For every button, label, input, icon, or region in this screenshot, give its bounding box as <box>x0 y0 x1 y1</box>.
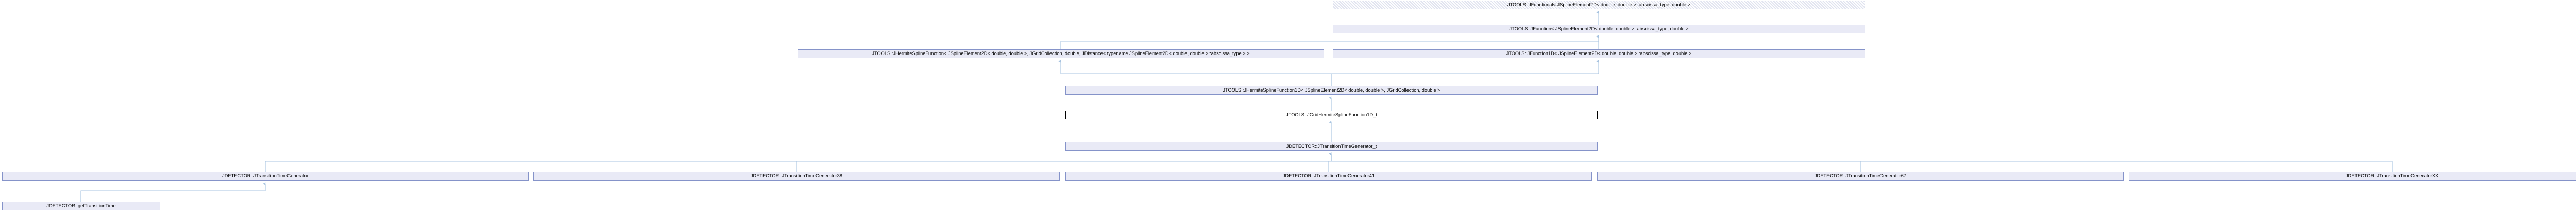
class-node-label: JTOOLS::JFunction< JSplineElement2D< dou… <box>1509 26 1689 31</box>
class-node-n9[interactable]: JDETECTOR::JTransitionTimeGenerator38 <box>533 172 1060 181</box>
class-node-n8[interactable]: JDETECTOR::JTransitionTimeGenerator <box>2 172 529 181</box>
class-node-label: JDETECTOR::getTransitionTime <box>46 203 116 208</box>
class-node-n3[interactable]: JTOOLS::JHermiteSplineFunction< JSplineE… <box>798 49 1324 58</box>
class-node-n5[interactable]: JTOOLS::JHermiteSplineFunction1D< JSplin… <box>1065 86 1598 95</box>
class-node-label: JDETECTOR::JTransitionTimeGenerator67 <box>1814 173 1907 179</box>
class-node-n1[interactable]: JTOOLS::JFunctional< JSplineElement2D< d… <box>1333 1 1865 9</box>
class-node-label: JTOOLS::JFunctional< JSplineElement2D< d… <box>1507 2 1691 7</box>
class-node-label: JTOOLS::JFunction1D< JSplineElement2D< d… <box>1506 50 1692 56</box>
class-node-n13[interactable]: JDETECTOR::getTransitionTime <box>2 202 160 210</box>
edge-n11-n7 <box>1329 152 1861 172</box>
edge-n5-n4 <box>1331 60 1599 86</box>
class-node-label: JDETECTOR::JTransitionTimeGenerator41 <box>1282 173 1375 179</box>
class-node-label: JTOOLS::JHermiteSplineFunction1D< JSplin… <box>1223 87 1440 93</box>
class-node-n2[interactable]: JTOOLS::JFunction< JSplineElement2D< dou… <box>1333 25 1865 33</box>
class-node-label: JDETECTOR::JTransitionTimeGenerator38 <box>750 173 843 179</box>
class-node-label: JDETECTOR::JTransitionTimeGenerator_t <box>1286 143 1377 149</box>
class-node-label: JDETECTOR::JTransitionTimeGeneratorXX <box>2345 173 2439 179</box>
class-node-label: JDETECTOR::JTransitionTimeGenerator <box>222 173 309 179</box>
edge-n8-n7 <box>265 152 1332 172</box>
class-node-n6: JTOOLS::JGridHermiteSplineFunction1D_t <box>1065 111 1598 119</box>
edge-n12-n7 <box>1329 152 2393 172</box>
class-node-n4[interactable]: JTOOLS::JFunction1D< JSplineElement2D< d… <box>1333 49 1865 58</box>
class-node-label: JTOOLS::JGridHermiteSplineFunction1D_t <box>1286 112 1377 117</box>
class-node-n7[interactable]: JDETECTOR::JTransitionTimeGenerator_t <box>1065 142 1598 151</box>
edge-n3-n2 <box>1060 35 1599 49</box>
edge-n13-n8 <box>80 182 266 202</box>
class-node-n12[interactable]: JDETECTOR::JTransitionTimeGeneratorXX <box>2129 172 2576 181</box>
class-node-n10[interactable]: JDETECTOR::JTransitionTimeGenerator41 <box>1065 172 1592 181</box>
class-node-n11[interactable]: JDETECTOR::JTransitionTimeGenerator67 <box>1597 172 2124 181</box>
class-node-label: JTOOLS::JHermiteSplineFunction< JSplineE… <box>872 50 1250 56</box>
edge-n10-n7 <box>1328 152 1332 172</box>
edge-n5-n3 <box>1058 60 1332 86</box>
edge-n9-n7 <box>796 152 1332 172</box>
